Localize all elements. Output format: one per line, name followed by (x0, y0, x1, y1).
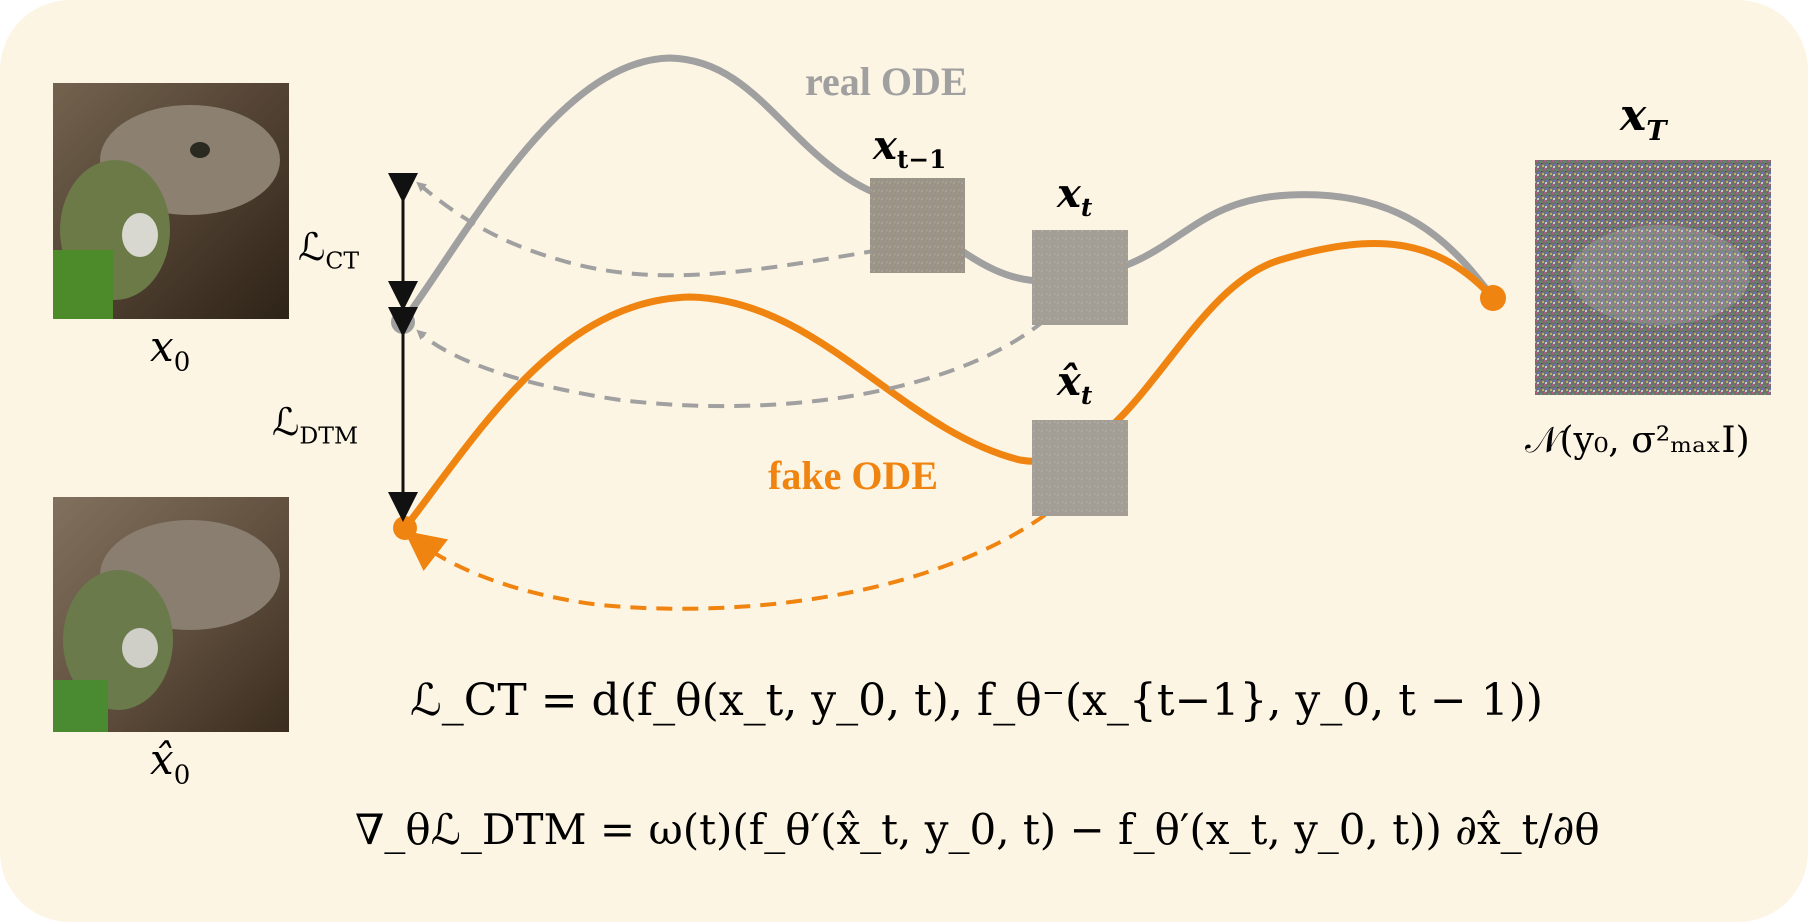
dashed-arrow-from-xt-minus-1 (416, 181, 881, 278)
loss-ct-label: ℒCT (298, 225, 360, 275)
fake-ode-label: fake ODE (768, 453, 938, 498)
xt-hat-label: x̂t (1057, 358, 1093, 410)
xt-hat-image (1032, 420, 1128, 516)
x0hat-image (53, 497, 289, 732)
x0-label: x0 (150, 322, 191, 378)
noise-endpoint-dot (1480, 285, 1506, 311)
xT-image (1535, 160, 1771, 395)
x0-image (53, 83, 289, 319)
xT-label: xT (1620, 90, 1667, 147)
xt-image (1032, 230, 1128, 325)
dashed-arrow-from-xt-hat (404, 513, 1047, 611)
x0hat-label: x̂0 (150, 735, 191, 791)
fake-endpoint-dot (393, 516, 417, 540)
ct-loss-formula: ℒ_CT = d(f_θ(x_t, y_0, t), f_θ⁻(x_{t−1},… (410, 675, 1544, 726)
xt-minus-1-label: xt−1 (873, 122, 947, 174)
dtm-gradient-formula: ∇_θℒ_DTM = ω(t)(f_θ′(x̂_t, y_0, t) − f_θ… (355, 805, 1600, 854)
noise-distribution-label: 𝒩(y₀, σ²ₘₐₓI) (1525, 420, 1750, 461)
xt-minus-1-image (870, 178, 965, 273)
real-ode-label: real ODE (805, 59, 968, 104)
fake-ode-curve (401, 240, 1497, 532)
xt-label: xt (1057, 170, 1093, 222)
loss-dtm-label: ℒDTM (272, 400, 359, 450)
